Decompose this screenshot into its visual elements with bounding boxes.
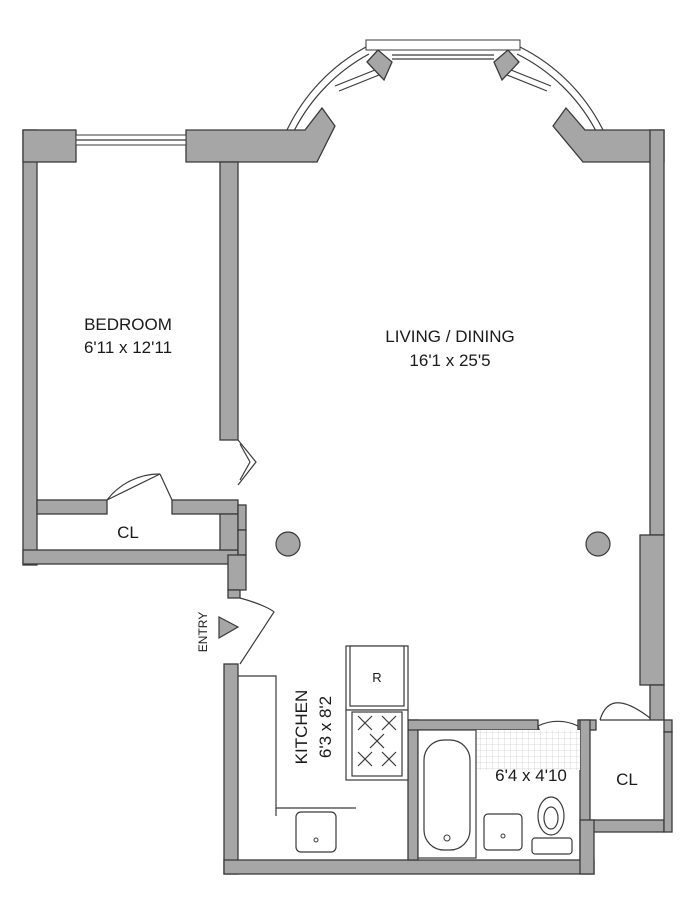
refrigerator-label: R xyxy=(372,670,381,685)
entry-arrow-icon xyxy=(218,616,240,640)
bedroom-size: 6'11 x 12'11 xyxy=(84,338,172,357)
bathtub-icon xyxy=(417,729,477,859)
bedroom-door xyxy=(106,473,173,501)
kitchen-size: 6'3 x 8'2 xyxy=(316,696,335,758)
closet-door-right xyxy=(599,702,651,721)
entry-label: ENTRY xyxy=(196,612,210,652)
entry-door xyxy=(239,597,275,665)
column-left xyxy=(275,531,301,557)
living-size: 16'1 x 25'5 xyxy=(409,351,490,370)
column-right xyxy=(585,531,611,557)
living-name: LIVING / DINING xyxy=(385,327,514,346)
toilet-icon xyxy=(531,796,573,855)
bifold-door xyxy=(237,439,257,486)
bath-size: 6'4 x 4'10 xyxy=(495,766,567,785)
walls xyxy=(22,49,673,875)
stove-icon xyxy=(351,711,403,777)
kitchen-name: KITCHEN xyxy=(292,690,311,765)
kitchen-sink-icon xyxy=(295,811,337,853)
bath-sink-icon xyxy=(483,813,523,851)
bedroom-name: BEDROOM xyxy=(84,315,172,334)
bedroom-window xyxy=(75,134,187,146)
closet-right-label: CL xyxy=(616,770,638,789)
closet-bedroom-label: CL xyxy=(117,523,139,542)
bay-window xyxy=(286,39,604,132)
bath-floor-tile xyxy=(476,730,580,770)
